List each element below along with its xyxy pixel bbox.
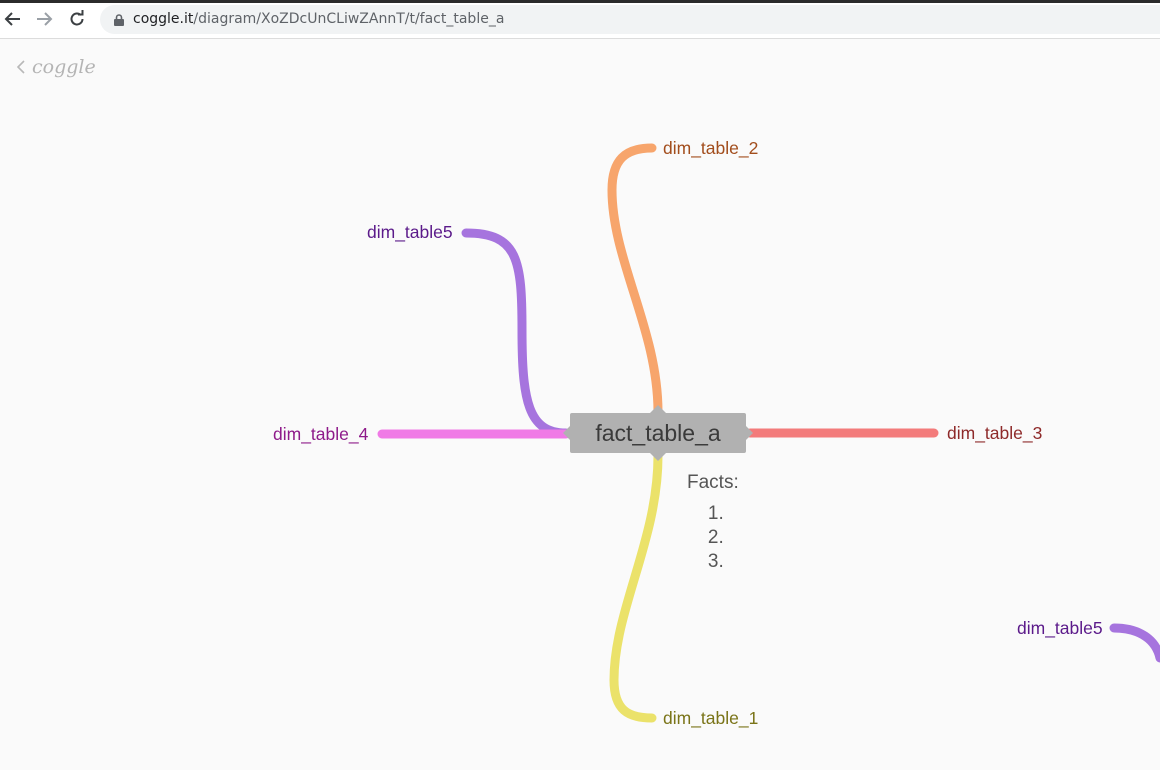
notes-list-item: [729, 502, 739, 526]
forward-button[interactable]: [31, 6, 57, 32]
node-dim-table-2[interactable]: dim_table_2: [663, 138, 759, 158]
node-dim-table-3[interactable]: dim_table_3: [947, 423, 1043, 443]
coggle-logo: coggle: [32, 56, 96, 78]
node-dim-table-1[interactable]: dim_table_1: [663, 708, 759, 728]
branch-dim-table-1[interactable]: [609, 451, 663, 723]
back-button[interactable]: [0, 6, 26, 32]
branch-dim-table5-secondary[interactable]: [1109, 623, 1160, 663]
back-arrow-icon: [4, 12, 20, 26]
url-path: /diagram/XoZDcUnCLiwZAnnT/t/fact_table_a: [193, 11, 505, 27]
url-text: coggle.it/diagram/XoZDcUnCLiwZAnnT/t/fac…: [133, 11, 504, 27]
browser-toolbar: coggle.it/diagram/XoZDcUnCLiwZAnnT/t/fac…: [0, 0, 1160, 39]
node-dim-table5[interactable]: dim_table5: [367, 222, 453, 242]
notes-heading: Facts:: [687, 472, 739, 493]
central-node-notes[interactable]: Facts:: [687, 472, 739, 574]
node-dim-table5-secondary[interactable]: dim_table5: [1017, 618, 1103, 638]
node-dim-table-4[interactable]: dim_table_4: [273, 424, 369, 444]
central-node-top-handle[interactable]: [650, 405, 666, 413]
address-bar[interactable]: coggle.it/diagram/XoZDcUnCLiwZAnnT/t/fac…: [100, 5, 1160, 34]
notes-list: [687, 502, 739, 574]
url-host: coggle.it: [133, 11, 194, 27]
notes-list-item: [729, 526, 739, 550]
reload-icon: [70, 10, 84, 26]
central-node-bottom-handle[interactable]: [650, 453, 666, 461]
central-node-right-handle[interactable]: [746, 426, 753, 440]
mindmap-canvas: [377, 143, 1160, 723]
branch-dim-table-2[interactable]: [607, 143, 663, 417]
reload-button[interactable]: [64, 6, 90, 32]
central-node-left-handle[interactable]: [563, 426, 570, 440]
central-node[interactable]: fact_table_a: [570, 413, 746, 453]
forward-arrow-icon: [37, 12, 53, 26]
lock-icon: [114, 14, 124, 26]
branch-dim-table5[interactable]: [461, 228, 571, 438]
chevron-left-icon: [16, 60, 25, 74]
notes-list-item: [729, 550, 739, 574]
coggle-home-link[interactable]: coggle: [16, 52, 96, 82]
